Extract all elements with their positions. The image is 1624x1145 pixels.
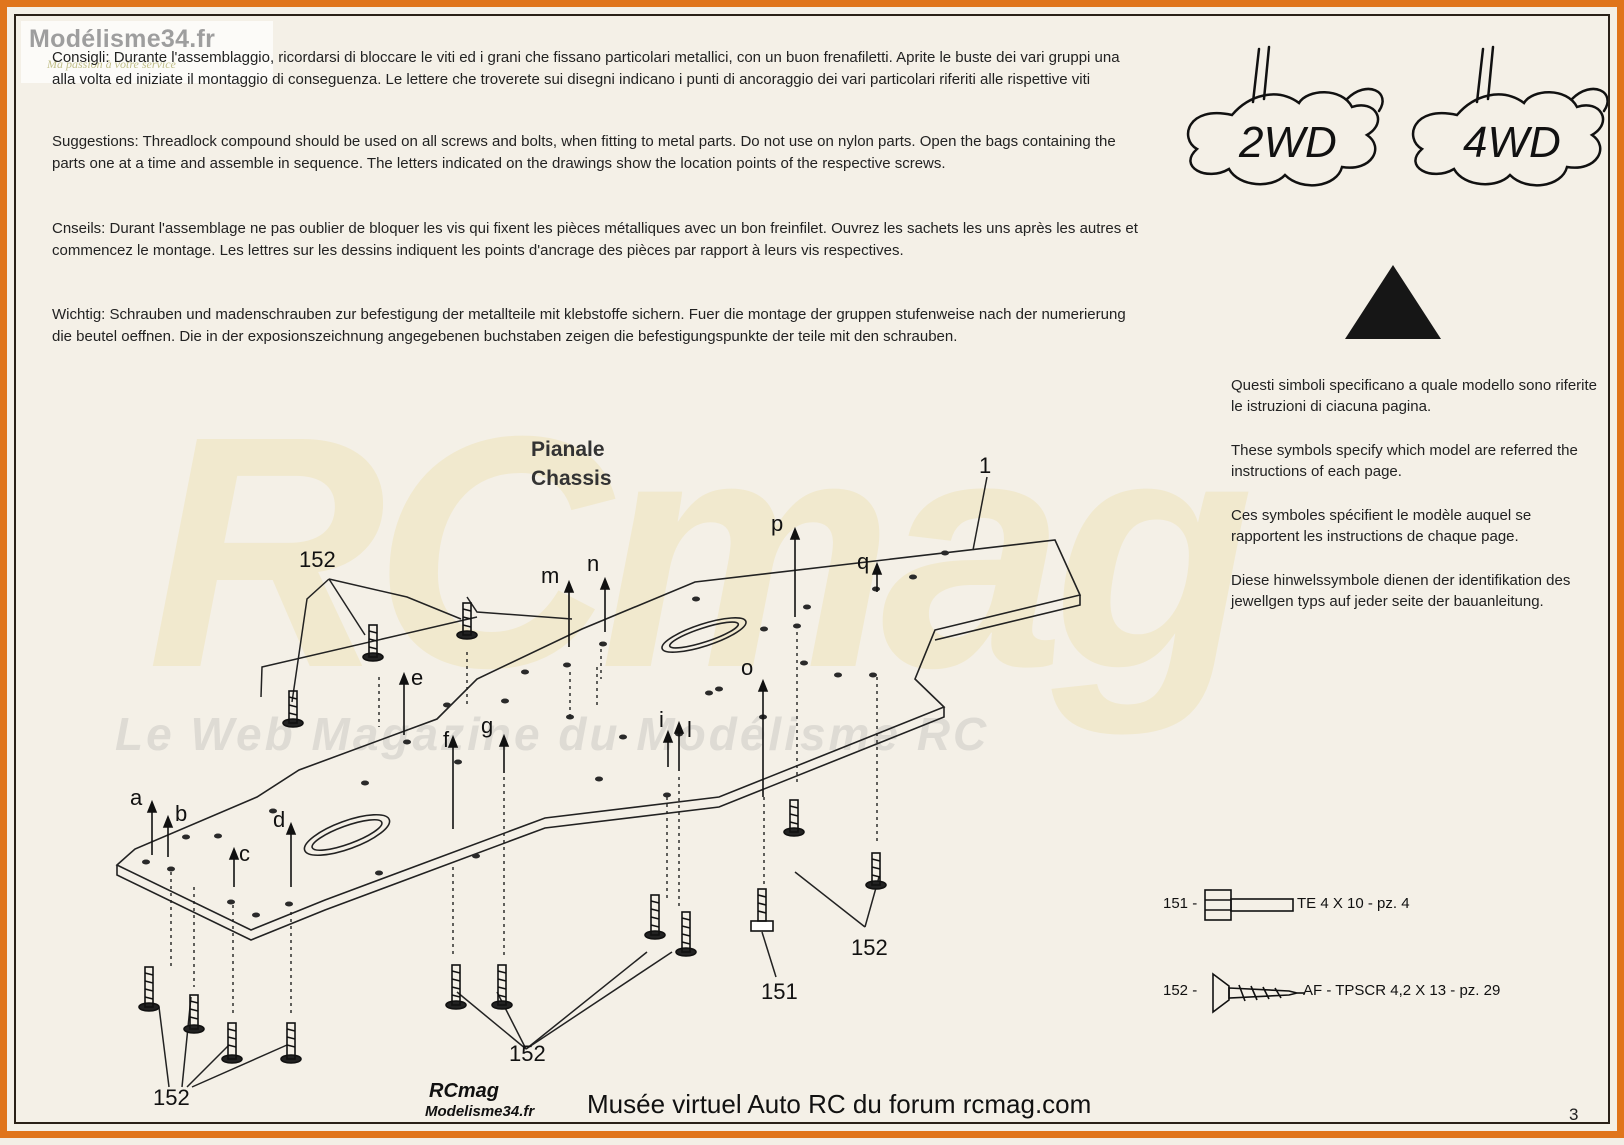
screw-152-icon: [362, 624, 384, 662]
screw-152-icon: [865, 852, 887, 890]
point-letter-l: l: [687, 717, 692, 742]
diagram-title: Pianale Chassis: [531, 435, 612, 493]
instructions-french: Cnseils: Durant l'assemblage ne pas oubl…: [52, 220, 1138, 259]
symbol-note-italian: Questi simboli specificano a quale model…: [1231, 377, 1598, 415]
screw-152-icon: [783, 799, 805, 837]
page-number: 3: [1569, 1105, 1579, 1124]
model-2wd-symbol: [1186, 45, 1384, 187]
screw-callout-label: 152: [851, 935, 888, 960]
chassis-plate: [115, 539, 1082, 941]
instructions-german: Wichtig: Schrauben und madenschrauben zu…: [52, 306, 1126, 345]
watermark-tagline: Le Web Magazine du Modélisme RC: [115, 708, 990, 760]
model-4wd-label: 4WD: [1463, 118, 1561, 167]
screw-callout-label: 152: [153, 1085, 190, 1110]
point-letter-g: g: [481, 713, 494, 738]
instructions-english: Suggestions: Threadlock compound should …: [52, 133, 1116, 172]
bolt-callout-label: 151: [761, 979, 798, 1004]
instructions-italian: Consigli: Durante l'assemblaggio, ricord…: [52, 49, 1120, 88]
screw-152-icon: [445, 964, 467, 1010]
screw-152-icon: [675, 911, 697, 957]
screws: [138, 602, 887, 1064]
point-letter-b: b: [175, 801, 188, 826]
page-drawings: 2WD 4WD: [115, 45, 1609, 1088]
point-letter-m: m: [541, 563, 560, 588]
screw-152-icon: [183, 994, 205, 1034]
screw-152-icon: [221, 1022, 243, 1064]
self-tapping-screw-legend-icon: [1212, 972, 1305, 1014]
chassis-holes: [142, 550, 949, 918]
screw-152-icon: [280, 1022, 302, 1064]
model-2wd-label: 2WD: [1238, 118, 1337, 167]
fixing-dotted-lines: [170, 632, 878, 1017]
footer-banner-text[interactable]: Musée virtuel Auto RC du forum rcmag.com: [587, 1089, 1092, 1119]
point-letter-e: e: [411, 665, 424, 690]
symbol-note-french: Ces symboles spécifient le modèle auquel…: [1231, 507, 1532, 545]
hardware-151-code: 151 -: [1163, 895, 1198, 912]
hardware-151-spec: TE 4 X 10 - pz. 4: [1297, 895, 1410, 912]
point-letter-d: d: [273, 807, 286, 832]
anchor-arrows: [146, 526, 883, 887]
point-letter-i: i: [659, 707, 664, 732]
footer-rcmag-logo: RCmag: [429, 1080, 500, 1102]
screw-152-icon: [138, 966, 160, 1012]
symbol-note-german: Diese hinwelssymbole dienen der identifi…: [1231, 572, 1571, 610]
site-logo-slogan: Ma passion à votre service: [47, 57, 176, 71]
hex-bolt-legend-icon: [1204, 889, 1294, 921]
site-logo-text: Modélisme34.fr: [29, 25, 216, 53]
screw-152-icon: [491, 964, 513, 1010]
screw-callout-label: 152: [509, 1041, 546, 1066]
model-4wd-symbol: [1411, 45, 1609, 187]
point-letter-q: q: [857, 549, 870, 574]
point-letter-o: o: [741, 655, 754, 680]
bolt-151-icon: [750, 888, 774, 932]
point-letter-p: p: [771, 511, 784, 536]
triangle-symbol-icon: [1345, 265, 1441, 339]
diagram-title-italian: Pianale: [531, 438, 605, 461]
point-letter-a: a: [130, 785, 143, 810]
screw-152-icon: [644, 894, 666, 940]
footer-site-logo: Modelisme34.fr: [425, 1103, 535, 1120]
point-letter-n: n: [587, 551, 600, 576]
symbol-note-english: These symbols specify which model are re…: [1231, 442, 1578, 480]
screw-152-icon: [282, 690, 304, 728]
screw-callout-label: 152: [299, 547, 336, 572]
point-letter-f: f: [443, 727, 450, 752]
point-letter-c: c: [239, 841, 250, 866]
hardware-152-code: 152 -: [1163, 982, 1198, 999]
hardware-152-spec: AF - TPSCR 4,2 X 13 - pz. 29: [1303, 982, 1501, 999]
diagram-title-english: Chassis: [531, 467, 612, 490]
rcmag-watermark: RCmag: [147, 367, 1254, 736]
site-logo[interactable]: [21, 21, 273, 83]
screw-152-icon: [456, 602, 478, 640]
part-number-label: 1: [979, 453, 992, 478]
